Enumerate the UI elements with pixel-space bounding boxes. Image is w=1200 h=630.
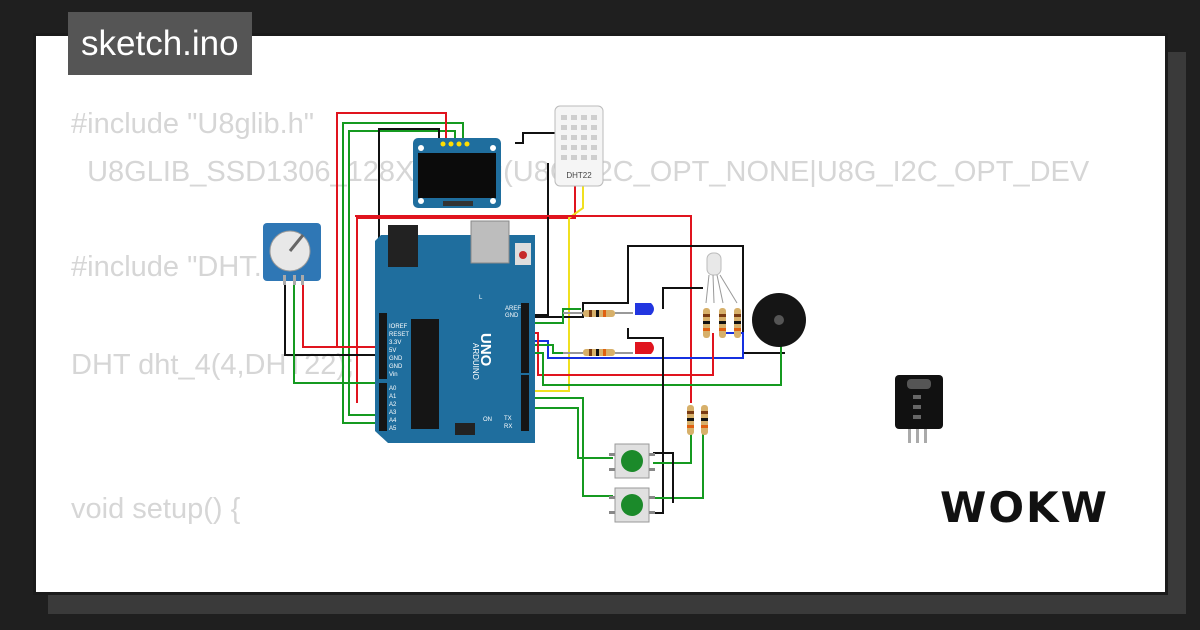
wire-black — [627, 328, 664, 514]
pin-label: 5V — [389, 348, 396, 354]
code-line: #include "U8glib.h" — [71, 108, 315, 140]
wire-red — [355, 215, 692, 403]
ir-receiver-module[interactable] — [895, 375, 943, 443]
led-red[interactable] — [635, 342, 654, 354]
wire-green — [653, 433, 704, 499]
led-blue[interactable] — [635, 303, 654, 315]
wire-green — [293, 273, 383, 384]
pin-label: Vin — [389, 372, 398, 378]
pin-label: GND — [389, 356, 403, 362]
wire-green — [531, 397, 613, 497]
resistor[interactable] — [734, 308, 741, 338]
pin-label: RESET — [389, 332, 409, 338]
pin-label: IOREF — [389, 324, 408, 330]
push-button[interactable] — [609, 487, 655, 523]
wire-black — [531, 163, 549, 316]
pin-label: A1 — [389, 394, 397, 400]
oled-display[interactable] — [413, 138, 501, 208]
resistor[interactable] — [701, 405, 708, 435]
pin-label: A2 — [389, 402, 397, 408]
dht-label: DHT22 — [566, 171, 592, 180]
pin-label: ON — [483, 417, 492, 423]
push-button[interactable] — [609, 443, 655, 479]
pin-label: AREF — [505, 306, 521, 312]
wire-black — [662, 287, 703, 309]
code-line: void setup() { — [71, 493, 241, 525]
resistor[interactable] — [687, 405, 694, 435]
buzzer[interactable] — [752, 293, 806, 347]
wire-green — [653, 433, 692, 464]
pin-label: A0 — [389, 386, 397, 392]
wire-green — [531, 343, 782, 386]
wire-green — [348, 130, 456, 416]
project-card[interactable]: #include "U8glib.h" U8GLIB_SSD1306_128X6… — [33, 33, 1168, 595]
pin-label: A5 — [389, 426, 397, 432]
wire-black — [653, 452, 674, 503]
wire-yellow — [531, 163, 584, 392]
resistor[interactable] — [719, 308, 726, 338]
arduino-uno[interactable]: UNO ARDUINO IOREF RESET 3.3V 5V GND GND … — [375, 220, 535, 443]
pin-label: TX — [504, 416, 512, 422]
pin-label: 3.3V — [389, 340, 401, 346]
wire-black — [284, 273, 383, 356]
arduino-model: UNO — [477, 333, 494, 367]
wire-green — [342, 122, 464, 424]
pin-label: A3 — [389, 410, 397, 416]
pin-label: L — [479, 295, 483, 301]
wire-red — [356, 163, 576, 403]
resistor[interactable] — [703, 308, 710, 338]
pin-label: RX — [504, 424, 512, 430]
sketch-title-tab[interactable]: sketch.ino — [68, 12, 252, 75]
wire-green — [531, 407, 613, 459]
pin-label: GND — [389, 364, 403, 370]
wire-green — [531, 308, 581, 324]
pin-label: GND — [505, 313, 519, 319]
wire-red — [531, 332, 714, 376]
resistor[interactable] — [563, 310, 633, 317]
potentiometer[interactable] — [263, 223, 321, 285]
pin-label: A4 — [389, 418, 397, 424]
wire-red — [302, 273, 383, 348]
wokwi-wordmark: WOKWi — [940, 483, 1110, 532]
wokwi-logo: WOKWi — [940, 482, 1123, 537]
dht22-sensor[interactable]: DHT22 — [554, 105, 604, 187]
resistor[interactable] — [563, 349, 633, 356]
rgb-led[interactable] — [705, 252, 738, 304]
arduino-brand: ARDUINO — [471, 343, 480, 380]
circuit-diagram[interactable]: DHT22 UNO ARDUINO IOREF RESET 3.3V 5V GN… — [36, 36, 1168, 595]
